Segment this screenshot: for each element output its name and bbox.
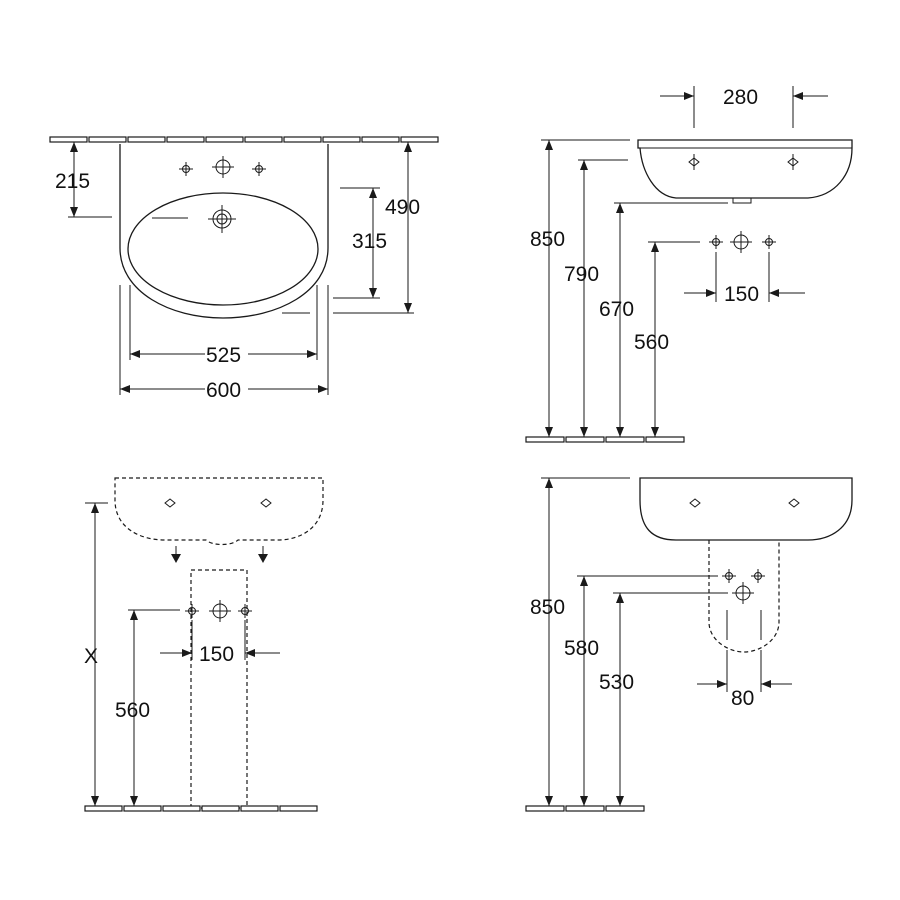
mounting-hole-left <box>688 154 700 170</box>
side-view: 280 850 790 670 560 <box>525 86 853 443</box>
basin-side-outline <box>637 139 853 199</box>
dim-315-label: 315 <box>352 230 387 253</box>
pedestal-dashed <box>190 569 248 809</box>
down-arrow-icon <box>171 546 268 563</box>
tap-hole-left <box>178 161 194 177</box>
pedestal-view: X 560 150 <box>84 477 324 812</box>
mounting-hole-right <box>787 154 799 170</box>
dim-150-side-label: 150 <box>724 283 759 306</box>
dim-80-label: 80 <box>731 687 754 710</box>
basin-bowl <box>127 192 319 306</box>
mounting-hole-left <box>689 498 701 508</box>
basin-outline <box>119 144 329 319</box>
floor-line <box>525 436 685 443</box>
floor-line <box>525 805 645 812</box>
mounting-hole-left <box>164 498 176 508</box>
valve-left-icon <box>721 568 737 584</box>
wall-line <box>49 136 439 143</box>
dim-530-label: 530 <box>599 671 634 694</box>
dim-560-pedestal-label: 560 <box>115 699 150 722</box>
dim-215-label: 215 <box>55 170 90 193</box>
dim-600-label: 600 <box>206 379 241 402</box>
basin-outline <box>639 477 853 541</box>
dim-280-label: 280 <box>723 86 758 109</box>
mounting-hole-right <box>260 498 272 508</box>
dim-560-side-label: 560 <box>634 331 669 354</box>
dim-670-label: 670 <box>599 298 634 321</box>
dim-150-pedestal-label: 150 <box>199 643 234 666</box>
valve-center-icon <box>729 230 753 254</box>
dim-580-label: 580 <box>564 637 599 660</box>
basin-dashed-outline <box>114 477 324 546</box>
dim-525-label: 525 <box>206 344 241 367</box>
dim-790-label: 790 <box>564 263 599 286</box>
dim-850-semi-label: 850 <box>530 596 565 619</box>
semi-pedestal-view: 850 580 530 80 <box>525 477 853 812</box>
valve-left-icon <box>708 234 724 250</box>
semi-pedestal-dashed <box>708 540 780 653</box>
dim-490-label: 490 <box>385 196 420 219</box>
mounting-hole-right <box>788 498 800 508</box>
floor-line <box>84 805 318 812</box>
valve-right-icon <box>750 568 766 584</box>
valve-right-icon <box>761 234 777 250</box>
dim-x-label: X <box>84 645 98 668</box>
front-view: 215 490 315 525 600 <box>49 136 439 402</box>
valve-center-icon <box>731 581 755 605</box>
valve-right-icon <box>237 603 253 619</box>
dim-850-side-label: 850 <box>530 228 565 251</box>
valve-left-icon <box>184 603 200 619</box>
drain-icon <box>208 205 236 233</box>
tap-hole-center <box>211 155 235 179</box>
tap-hole-right <box>251 161 267 177</box>
valve-center-icon <box>208 599 232 623</box>
